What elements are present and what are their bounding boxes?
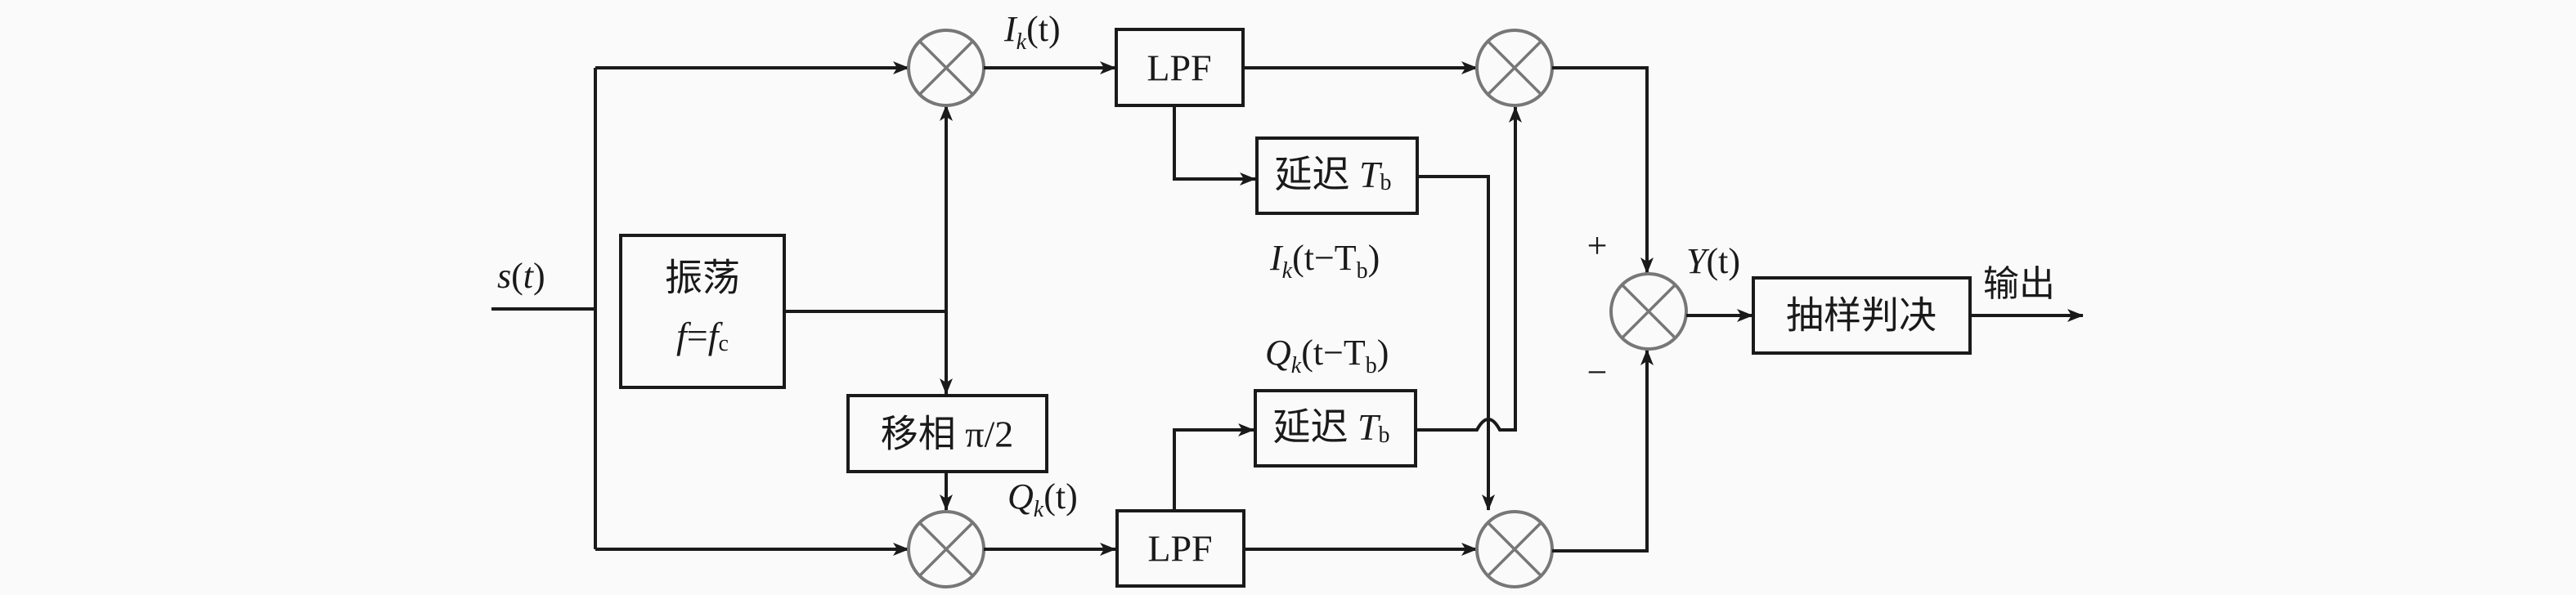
- bottom-to-summer-arrow: [1552, 349, 1654, 552]
- lpf-bottom-to-delay-arrow: [1173, 423, 1254, 511]
- decision-block: 抽样判决: [1752, 276, 1972, 355]
- delay-bottom-block: 延迟 Tb: [1254, 389, 1417, 468]
- plus-sign: +: [1587, 226, 1608, 266]
- qk-delayed-label: Qk(t−Tb): [1265, 333, 1389, 378]
- bottom-right-mixer: [1475, 510, 1554, 588]
- y-label: Y(t): [1686, 241, 1740, 281]
- qk-label: Qk(t): [1008, 476, 1078, 522]
- bottom-mixer: [907, 510, 985, 588]
- ik-delayed-to-bottom-right-mixer-arrow: [1417, 175, 1495, 511]
- output-label: 输出: [1983, 264, 2055, 304]
- ik-label: Ik(t): [1003, 9, 1061, 55]
- minus-sign: −: [1587, 352, 1608, 392]
- lpf-bottom-block: LPF: [1115, 509, 1245, 588]
- delay-top-block: 延迟 Tb: [1255, 136, 1419, 215]
- input-label: s(t): [497, 256, 545, 296]
- summing-junction: [1609, 272, 1688, 351]
- svg-text:LPF: LPF: [1147, 528, 1212, 570]
- svg-text:延迟 Tb: 延迟 Tb: [1272, 406, 1389, 448]
- svg-text:LPF: LPF: [1147, 47, 1211, 89]
- phase-shift-block: 移相 π/2: [846, 394, 1048, 473]
- ik-delayed-label: Ik(t−Tb): [1269, 238, 1380, 284]
- svg-text:移相 π/2: 移相 π/2: [881, 414, 1014, 455]
- oscillator-label: 振荡: [665, 257, 740, 299]
- top-right-mixer: [1475, 29, 1554, 107]
- oscillator-block: 振荡 f=fc: [619, 234, 786, 389]
- top-to-summer-arrow: [1552, 66, 1654, 274]
- lpf-top-block: LPF: [1115, 28, 1245, 107]
- svg-text:抽样判决: 抽样判决: [1786, 295, 1936, 337]
- lpf-top-to-delay-arrow: [1173, 105, 1256, 186]
- svg-text:延迟 Tb: 延迟 Tb: [1274, 154, 1391, 195]
- top-mixer: [907, 29, 985, 107]
- qk-delayed-to-top-right-mixer-arrow: [1416, 106, 1522, 432]
